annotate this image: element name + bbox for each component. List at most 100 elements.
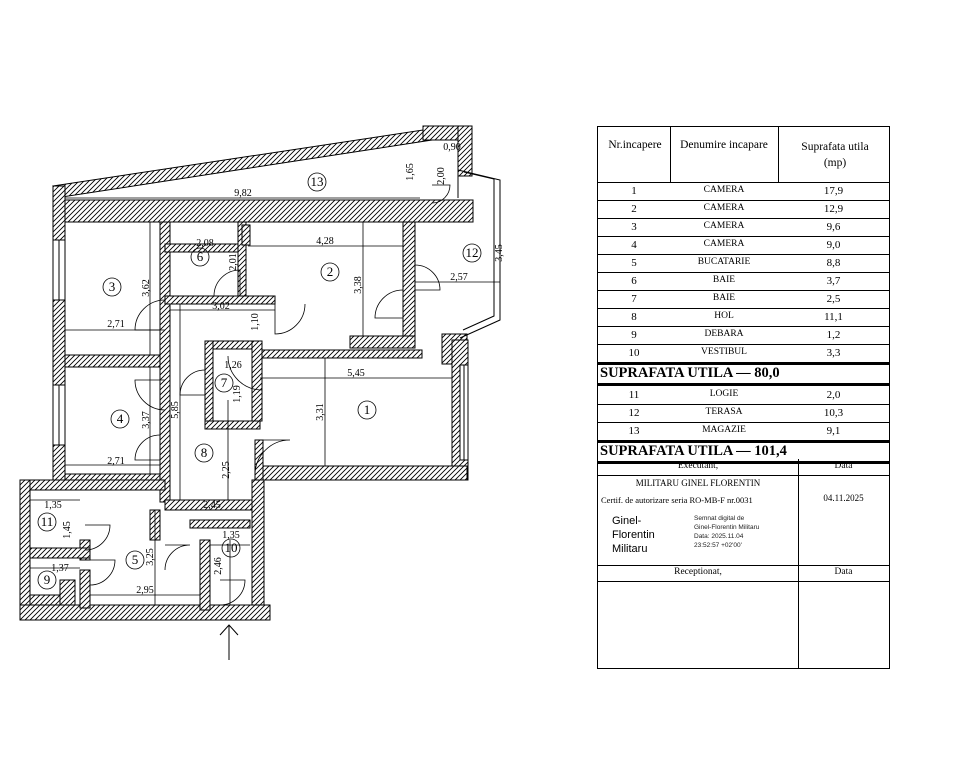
cell-name: VESTIBUL [701,347,747,357]
total-util-101: SUPRAFATA UTILA — 101,4 [598,440,889,464]
room-6-circle [190,247,210,267]
dim-label: 3,62 [141,279,152,297]
dim-label: 3,31 [315,403,326,421]
dim-label: 3,37 [141,411,152,429]
area-table: Nr.incapere Denumire incapare Suprafata … [597,126,890,669]
dim-label: 2,46 [213,557,224,575]
room-number-5: 5 [132,552,139,567]
dim-label: 2,45 [203,500,221,511]
dim-label: 2,08 [196,238,214,249]
room-13-circle [307,172,327,192]
cell-area: 3,7 [826,275,841,287]
dim-label: 4,28 [316,236,334,247]
dim-label: 1,37 [51,563,69,574]
cell-name: CAMERA [703,185,745,195]
windows [52,239,469,461]
total-util-80: SUPRAFATA UTILA — 80,0 [598,362,889,386]
cell-nr: 9 [631,329,637,341]
cell-area: 12,9 [823,203,844,215]
receptionat-block: Receptionat, Data [598,565,889,668]
cell-name: CAMERA [703,239,745,249]
cell-area: 3,3 [826,347,841,359]
cell-area: 2,5 [826,293,841,305]
data-label-2: Data [834,567,853,577]
cell-name: BAIE [712,275,736,285]
cell-area: 9,0 [826,239,841,251]
cell-nr: 12 [628,407,640,419]
room-number-1: 1 [364,402,371,417]
room-number-9: 9 [44,572,51,587]
cell-name: LOGIE [709,389,739,399]
cell-nr: 8 [631,311,637,323]
dim-label: 2,00 [436,167,447,185]
dim-label: 2,01 [228,253,239,271]
cell-name: HOL [714,311,734,321]
room-labels [37,172,482,590]
dim-label: 1,65 [405,163,416,181]
room-7-circle [214,373,234,393]
dim-label: 3,02 [212,301,230,312]
room-5-circle [125,550,145,570]
dim-label: 9,82 [234,188,252,199]
dim-label: 2,71 [107,456,125,467]
cell-area: 11,1 [824,311,843,323]
entrance-arrow-icon [219,624,239,660]
table-row: 4 CAMERA 9,0 [598,236,889,255]
cell-area: 1,2 [826,329,841,341]
dim-label: 3,45 [494,244,505,262]
room-1-circle [357,400,377,420]
dim-label: 2,95 [136,585,154,596]
dim-label: 1,10 [250,313,261,331]
room-number-4: 4 [117,411,124,426]
header-name: Denumire incapare [670,127,779,182]
certificate-text: Certif. de autorizare seria RO-MB-F nr.0… [601,495,753,505]
room-number-6: 6 [197,249,204,264]
cell-nr: 4 [631,239,637,251]
dim-label: 2,57 [450,272,468,283]
dim-label: 3,38 [353,276,364,294]
dim-label: 1,35 [222,530,240,541]
header-nr: Nr.incapere [598,127,671,182]
table-row: 1 CAMERA 17,9 [598,182,889,201]
cell-name: BUCATARIE [697,257,751,267]
dimension-lines [30,190,500,605]
room-3-circle [102,277,122,297]
receptionat-label: Receptionat, [674,567,722,577]
dimension-labels: 9,82 0,90 1,65 2,00 3,45 2,57 4,28 2,08 … [44,142,505,596]
signer-name: Ginel- Florentin Militaru [612,515,655,555]
dim-label: 1,19 [232,385,243,403]
dim-label: 5,45 [347,368,365,379]
cell-area: 10,3 [823,407,844,419]
dim-label: 3,25 [145,548,156,566]
room-number-3: 3 [109,279,116,294]
walls [19,125,474,621]
cell-nr: 5 [631,257,637,269]
cell-nr: 1 [631,185,637,197]
cell-nr: 10 [628,347,640,359]
dim-label: 1,45 [62,521,73,539]
table-row: 10 VESTIBUL 3,3 [598,344,889,363]
cell-nr: 6 [631,275,637,287]
cell-area: 17,9 [823,185,844,197]
room-4-circle [110,409,130,429]
cell-nr: 3 [631,221,637,233]
digital-signature: Semnat digital de Ginel-Florentin Milita… [694,515,760,549]
cell-area: 9,1 [826,425,841,437]
executant-name: MILITARU GINEL FLORENTIN [635,478,761,488]
executant-block: Executant, Data MILITARU GINEL FLORENTIN… [598,459,889,566]
header-area: Suprafata utila (mp) [801,141,869,169]
door-swings [84,184,451,606]
dim-label: 1,35 [44,500,62,511]
cell-nr: 11 [628,389,640,401]
dim-label: 2,71 [107,319,125,330]
cell-name: CAMERA [703,203,745,213]
room-number-10: 10 [225,540,238,555]
table-row: 6 BAIE 3,7 [598,272,889,291]
